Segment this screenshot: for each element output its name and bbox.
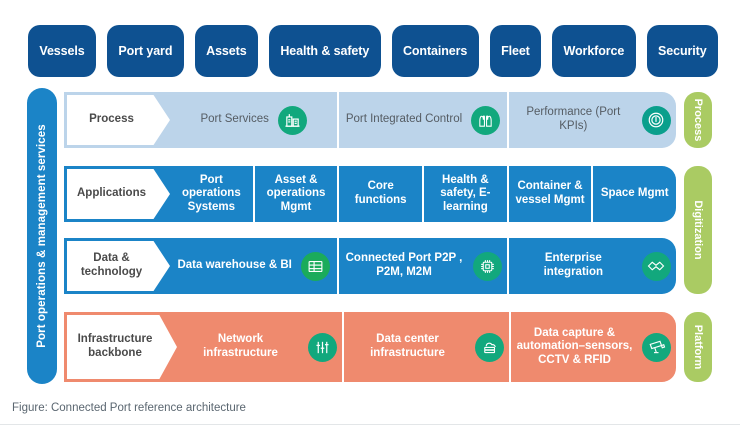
- layer-tab-digitization-label: Digitization: [692, 200, 704, 260]
- domain-pill-assets[interactable]: Assets: [194, 25, 258, 77]
- domain-pill-workforce[interactable]: Workforce: [552, 25, 636, 77]
- cell-performance-kpis[interactable]: Performance (Port KPIs): [506, 92, 676, 148]
- row-infrastructure-backbone-cells: Network infrastructure Data center infra…: [177, 312, 676, 382]
- domain-pill-row: Vessels Port yard Assets Health & safety…: [28, 25, 718, 77]
- cloud-server-icon: [475, 332, 504, 362]
- row-process: Process Port Services Port Integrated Co…: [64, 92, 676, 148]
- layer-tab-platform-label: Platform: [692, 324, 704, 370]
- layer-tab-platform: Platform: [684, 312, 712, 382]
- cell-data-capture-automation[interactable]: Data capture & automation–sensors, CCTV …: [509, 312, 676, 382]
- domain-pill-vessels[interactable]: Vessels: [28, 25, 96, 77]
- row-data-technology-cells: Data warehouse & BI Connected Port P2P ,…: [170, 238, 676, 294]
- bottom-divider: [0, 424, 740, 425]
- cell-space-mgmt-label: Space Mgmt: [600, 187, 669, 200]
- domain-pill-port-yard[interactable]: Port yard: [106, 25, 184, 77]
- cell-health-safety-elearning-label: Health & safety, E-learning: [440, 173, 491, 213]
- cell-health-safety-elearning[interactable]: Health & safety, E-learning: [422, 166, 507, 222]
- port-building-icon: [277, 105, 307, 135]
- cell-network-infrastructure-label: Network infrastructure: [203, 333, 278, 359]
- figure-caption: Figure: Connected Port reference archite…: [12, 402, 246, 414]
- row-data-technology: Data & technology Data warehouse & BI Co…: [64, 238, 676, 294]
- row-data-technology-label: Data & technology: [67, 241, 170, 291]
- cell-container-vessel-mgmt[interactable]: Container & vessel Mgmt: [506, 166, 592, 222]
- handshake-icon: [641, 251, 671, 281]
- row-infrastructure-backbone: Infrastructure backbone Network infrastr…: [64, 312, 676, 382]
- domain-pill-containers[interactable]: Containers: [391, 25, 479, 77]
- gauge-icon: [641, 105, 671, 135]
- cell-port-integrated-control[interactable]: Port Integrated Control: [337, 92, 506, 148]
- domain-pill-health-safety[interactable]: Health & safety: [268, 25, 381, 77]
- domain-pill-fleet[interactable]: Fleet: [489, 25, 542, 77]
- cell-data-warehouse-bi[interactable]: Data warehouse & BI: [170, 238, 337, 294]
- cell-connected-port-label: Connected Port P2P , P2M, M2M: [345, 252, 463, 278]
- row-applications-cells: Port operations Systems Asset & operatio…: [170, 166, 676, 222]
- row-process-label: Process: [67, 95, 170, 145]
- cell-port-integrated-control-label: Port Integrated Control: [345, 113, 463, 126]
- row-infrastructure-backbone-label: Infrastructure backbone: [67, 315, 177, 379]
- cell-network-infrastructure[interactable]: Network infrastructure: [177, 312, 342, 382]
- side-vertical-bar-label: Port operations & management services: [36, 124, 48, 348]
- cctv-camera-icon: [642, 332, 671, 362]
- cell-space-mgmt[interactable]: Space Mgmt: [591, 166, 676, 222]
- cell-core-functions[interactable]: Core functions: [337, 166, 422, 222]
- cell-data-warehouse-bi-label: Data warehouse & BI: [177, 259, 292, 272]
- database-icon: [300, 251, 330, 281]
- cell-data-center-infrastructure[interactable]: Data center infrastructure: [342, 312, 509, 382]
- cell-data-center-infrastructure-label: Data center infrastructure: [370, 333, 445, 359]
- cell-port-operations-systems-label: Port operations Systems: [181, 173, 241, 213]
- cell-port-services[interactable]: Port Services: [170, 92, 337, 148]
- cell-data-capture-automation-label: Data capture & automation–sensors, CCTV …: [516, 326, 633, 366]
- cell-core-functions-label: Core functions: [354, 180, 407, 206]
- cell-port-operations-systems[interactable]: Port operations Systems: [170, 166, 253, 222]
- layer-tab-process: Process: [684, 92, 712, 148]
- row-applications: Applications Port operations Systems Ass…: [64, 166, 676, 222]
- cell-performance-kpis-label: Performance (Port KPIs): [526, 106, 621, 132]
- row-applications-label: Applications: [67, 169, 170, 219]
- cell-enterprise-integration[interactable]: Enterprise integration: [506, 238, 676, 294]
- chip-icon: [472, 251, 502, 281]
- cell-enterprise-integration-label: Enterprise integration: [543, 252, 604, 278]
- layer-tab-digitization: Digitization: [684, 166, 712, 294]
- domain-pill-security[interactable]: Security: [646, 25, 718, 77]
- row-process-cells: Port Services Port Integrated Control: [170, 92, 676, 148]
- gloves-icon: [471, 105, 501, 135]
- cell-container-vessel-mgmt-label: Container & vessel Mgmt: [515, 180, 585, 206]
- cell-asset-operations-mgmt-label: Asset & operations Mgmt: [266, 173, 326, 213]
- network-sliders-icon: [308, 332, 337, 362]
- cell-connected-port[interactable]: Connected Port P2P , P2M, M2M: [337, 238, 506, 294]
- layer-tab-process-label: Process: [692, 98, 704, 142]
- cell-port-services-label: Port Services: [200, 113, 269, 126]
- cell-asset-operations-mgmt[interactable]: Asset & operations Mgmt: [252, 166, 338, 222]
- side-vertical-bar: Port operations & management services: [27, 88, 57, 384]
